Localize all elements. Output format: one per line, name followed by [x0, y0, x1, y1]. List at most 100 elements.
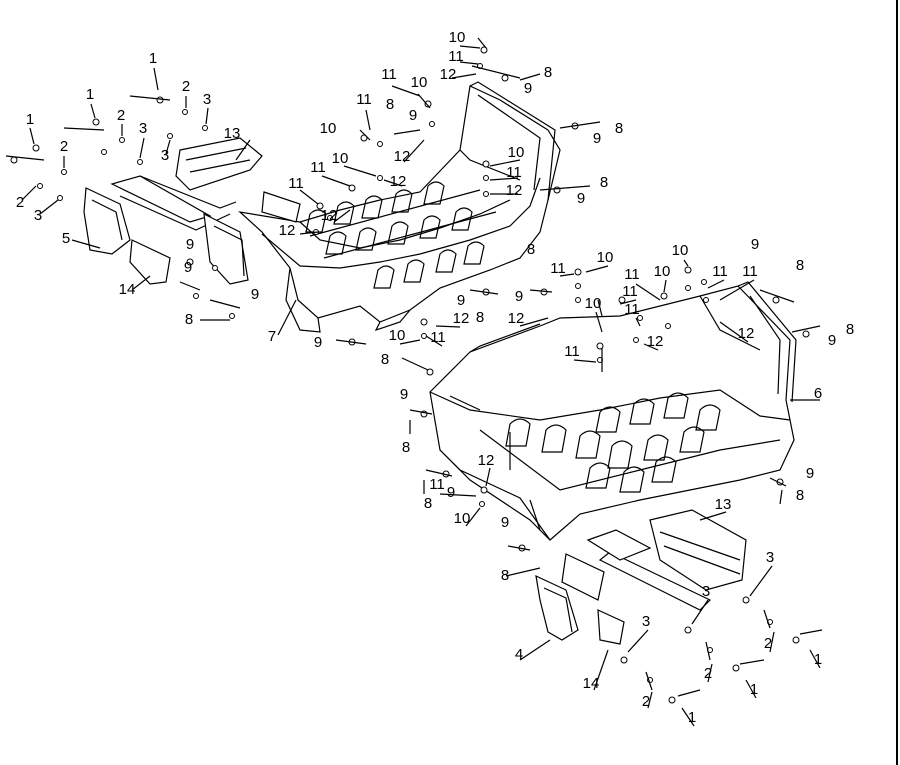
callout-c12b: 12: [394, 148, 411, 165]
callout-c9m: 9: [400, 386, 408, 403]
callout-c10d: 10: [508, 144, 525, 161]
callout-c1c: 1: [26, 111, 34, 128]
callout-c11b: 11: [381, 66, 397, 83]
callout-c9o: 9: [447, 484, 455, 501]
callout-c11d: 11: [506, 164, 522, 181]
rail-upper-left-part-13: [175, 137, 301, 223]
callout-c12j: 12: [738, 325, 755, 342]
callout-c2c: 2: [60, 138, 68, 155]
callout-c9b: 9: [409, 107, 417, 124]
callout-c1f: 1: [688, 709, 696, 726]
callout-c9g: 9: [184, 259, 192, 276]
callout-c8k: 8: [402, 439, 410, 456]
callout-c1b: 1: [86, 86, 94, 103]
callout-c11m: 11: [430, 329, 446, 346]
callout-c5: 5: [62, 230, 70, 247]
callout-c1d: 1: [814, 651, 822, 668]
rail-lower-right-part-14: [597, 609, 625, 645]
callout-c8f: 8: [796, 257, 804, 274]
callout-c12d: 12: [390, 173, 407, 190]
callout-c11n: 11: [564, 343, 580, 360]
callout-c8j: 8: [381, 351, 389, 368]
callout-c10e: 10: [332, 150, 349, 167]
callout-c8b: 8: [386, 96, 394, 113]
callout-c6: 6: [814, 385, 822, 402]
callout-c12k: 12: [478, 452, 495, 469]
callout-c11h: 11: [624, 266, 640, 283]
callout-c11c: 11: [356, 91, 372, 108]
callout-c13a: 13: [224, 125, 241, 142]
callout-c12a: 12: [440, 66, 457, 83]
hardware-fasteners: [5, 37, 823, 727]
callout-c8h: 8: [476, 309, 484, 326]
callout-c8e: 8: [527, 241, 535, 258]
bracket-upper-left-part-5: [83, 175, 237, 255]
callout-c11o: 11: [429, 476, 445, 493]
callout-c9i: 9: [515, 288, 523, 305]
callout-c9j: 9: [457, 292, 465, 309]
callout-c8g: 8: [185, 311, 193, 328]
footwell-left-part-7: [238, 81, 561, 333]
callout-c8m: 8: [424, 495, 432, 512]
callout-c14b: 14: [583, 675, 600, 692]
callout-c3d: 3: [34, 207, 42, 224]
bracket-lower-right-part-4: [535, 551, 712, 641]
footwell-right-part-6: [429, 281, 797, 541]
callout-c8d: 8: [600, 174, 608, 191]
callout-c2e: 2: [764, 635, 772, 652]
callout-c4: 4: [515, 646, 523, 663]
callout-c3b: 3: [139, 120, 147, 137]
callout-c13b: 13: [715, 496, 732, 513]
callout-c2a: 2: [182, 78, 190, 95]
callout-c10f: 10: [597, 249, 614, 266]
callout-c2d: 2: [16, 194, 24, 211]
callout-c12c: 12: [506, 182, 523, 199]
callout-c8n: 8: [501, 567, 509, 584]
callout-c9p: 9: [501, 514, 509, 531]
callout-c3g: 3: [642, 613, 650, 630]
callout-c11k: 11: [622, 283, 638, 300]
callout-c12g: 12: [453, 310, 470, 327]
callout-c8l: 8: [796, 487, 804, 504]
callout-c12e: 12: [321, 207, 338, 224]
callout-c1e: 1: [750, 681, 758, 698]
callout-c11a: 11: [448, 48, 464, 65]
callout-c10c: 10: [320, 120, 337, 137]
callout-c9d: 9: [577, 190, 585, 207]
callout-c2f: 2: [704, 665, 712, 682]
callout-c10g: 10: [672, 242, 689, 259]
callout-c14a: 14: [119, 281, 136, 298]
callout-c9c: 9: [593, 130, 601, 147]
callout-c9f: 9: [751, 236, 759, 253]
callout-c10k: 10: [454, 510, 471, 527]
callout-c8c: 8: [615, 120, 623, 137]
callout-c11f: 11: [310, 159, 326, 176]
callout-c10i: 10: [585, 295, 602, 312]
callout-c9n: 9: [806, 465, 814, 482]
callout-c10h: 10: [654, 263, 671, 280]
callout-c9h: 9: [251, 286, 259, 303]
callout-c3e: 3: [766, 549, 774, 566]
callout-c8i: 8: [846, 321, 854, 338]
callout-c12h: 12: [508, 310, 525, 327]
callout-c11e: 11: [288, 175, 304, 192]
callout-c1a: 1: [149, 50, 157, 67]
right-border: [896, 0, 898, 765]
callout-c10j: 10: [389, 327, 406, 344]
callout-c3a: 3: [203, 91, 211, 108]
callout-c11i: 11: [712, 263, 728, 280]
callout-c2g: 2: [642, 693, 650, 710]
callout-c3c: 3: [161, 147, 169, 164]
callout-c9a: 9: [524, 80, 532, 97]
callout-c12f: 12: [279, 222, 296, 239]
callout-c10b: 10: [411, 74, 428, 91]
callout-c9k: 9: [828, 332, 836, 349]
callout-c9e: 9: [186, 236, 194, 253]
callout-c8a: 8: [544, 64, 552, 81]
callout-c11g: 11: [550, 260, 566, 277]
callout-c7: 7: [268, 328, 276, 345]
callout-c9l: 9: [314, 334, 322, 351]
callout-c2b: 2: [117, 107, 125, 124]
